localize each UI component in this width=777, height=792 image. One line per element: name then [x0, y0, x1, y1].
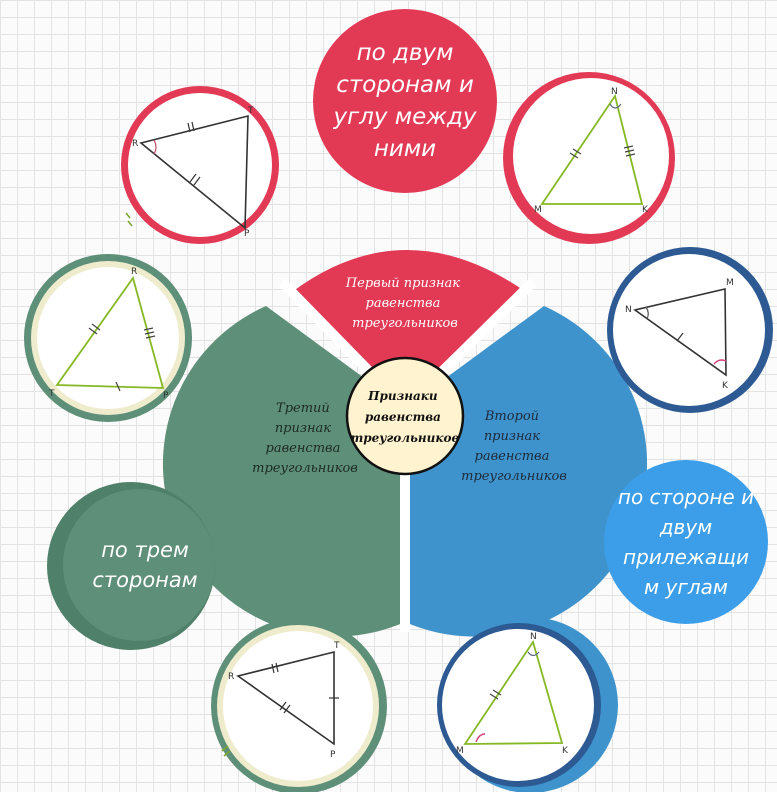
t6-label-K: K: [562, 746, 569, 756]
t3-label-K: P: [163, 391, 169, 401]
t2-label-M: M: [534, 205, 542, 215]
t4-label-R: N: [625, 305, 632, 315]
bubble-asa: [604, 460, 768, 624]
bubble-sas-text: по двум сторонам и углу между ними: [333, 40, 477, 162]
bubble-sss-text: по трем сторонам: [92, 538, 198, 592]
t4-label-T: M: [726, 278, 734, 288]
t1-label-P: P: [244, 229, 250, 239]
t5-label-T: T: [333, 641, 340, 651]
sector-first-label: Первый признак равенства треугольников: [345, 276, 464, 331]
t3-label-N: R: [131, 267, 137, 277]
sector-second: [405, 306, 648, 637]
t2-label-K: K: [642, 205, 649, 215]
sector-second-label: Второй признак равенства треугольников: [461, 409, 567, 484]
bubble-sss: [63, 489, 215, 641]
triangle-card-3: R T P: [24, 254, 192, 422]
triangle-card-4: N M K: [607, 247, 773, 413]
central-wheel: [162, 250, 648, 637]
triangle-card-5: R T P: [211, 618, 387, 792]
t5-label-P: P: [330, 750, 336, 760]
sector-third: [162, 306, 405, 637]
center-label: Признаки равенства треугольников: [351, 389, 460, 445]
t6-label-N: N: [530, 632, 537, 642]
triangle-card-6: N M K: [437, 617, 618, 792]
sector-first: [292, 250, 526, 408]
triangle-card-2: N M K: [503, 72, 675, 244]
center-circle: [345, 356, 465, 476]
t6-label-M: M: [456, 746, 464, 756]
t5-label-R: R: [228, 672, 234, 682]
t1-label-T: T: [247, 106, 254, 116]
bubble-sas: [313, 9, 497, 193]
sector-third-label: Третий признак равенства треугольников: [252, 401, 358, 476]
t3-label-M: T: [48, 389, 55, 399]
t2-label-N: N: [611, 87, 618, 97]
t4-label-P: K: [722, 381, 729, 391]
t1-label-R: R: [132, 139, 138, 149]
triangle-card-1: R T P: [121, 86, 279, 244]
bubble-asa-text: по стороне и двум прилежащи м углам: [617, 485, 755, 599]
